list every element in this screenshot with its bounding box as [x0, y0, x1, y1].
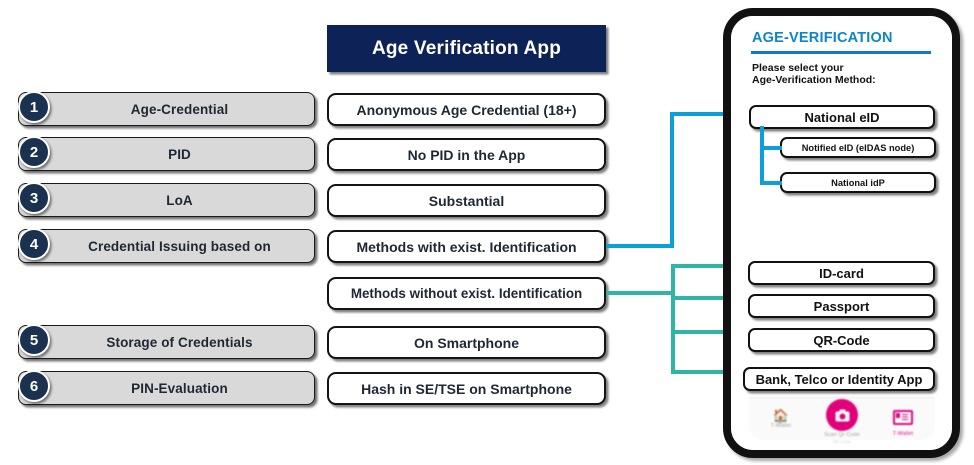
left-row-6[interactable]: PIN-Evaluation — [18, 371, 315, 405]
home-icon: 🏠 — [772, 408, 790, 423]
left-row-3-number-text: 3 — [29, 189, 39, 207]
middle-box-4-label: Methods with exist. Identification — [356, 238, 577, 255]
middle-box-7[interactable]: Hash in SE/TSE on Smartphone — [327, 372, 606, 405]
left-row-4-number: 4 — [18, 228, 50, 260]
nav-item-wallet-right[interactable]: T-Wallet — [875, 410, 931, 437]
connector-teal-branch-bank-app — [671, 370, 747, 374]
phone-app-title: AGE-VERIFICATION — [752, 30, 893, 46]
phone-screen: AGE-VERIFICATION Please select your Age-… — [731, 16, 952, 450]
middle-box-1-label: Anonymous Age Credential (18+) — [356, 101, 577, 118]
connector-teal-branch-id-card — [671, 264, 747, 268]
middle-box-5[interactable]: Methods without exist. Identification — [327, 277, 606, 310]
option-qr-code[interactable]: QR-Code — [748, 328, 935, 352]
nav-item-scan-qr-sublabel: QR-Code — [832, 439, 852, 444]
nav-item-scan-qr[interactable]: Scan Qr-Code QR-Code — [814, 399, 870, 444]
left-row-5-label: Storage of Credentials — [106, 334, 253, 350]
middle-box-1[interactable]: Anonymous Age Credential (18+) — [327, 93, 606, 126]
left-row-1-number-text: 1 — [29, 98, 39, 116]
phone-mockup: AGE-VERIFICATION Please select your Age-… — [723, 8, 960, 458]
middle-box-4[interactable]: Methods with exist. Identification — [327, 230, 606, 263]
left-row-3-label: LoA — [166, 192, 193, 208]
app-title-text: Age Verification App — [371, 37, 562, 59]
left-row-5[interactable]: Storage of Credentials — [18, 325, 315, 359]
connector-teal-branch-qr-code — [671, 330, 747, 334]
phone-bottom-nav: 🏠 T-Wallet Scan Qr-Code QR-Code — [749, 397, 935, 444]
option-national-eid[interactable]: National eID — [749, 105, 935, 129]
middle-box-2[interactable]: No PID in the App — [327, 138, 606, 171]
option-national-idp-label: National idP — [831, 177, 885, 188]
camera-icon — [826, 399, 858, 431]
option-notified-eid-label: Notified eID (eIDAS node) — [801, 142, 915, 153]
phone-instruction: Please select your Age-Verification Meth… — [752, 62, 876, 86]
left-row-1-number: 1 — [18, 91, 50, 123]
left-row-2-number: 2 — [18, 136, 50, 168]
option-bank-telco-identity-app-label: Bank, Telco or Identity App — [755, 371, 923, 387]
option-passport[interactable]: Passport — [748, 294, 935, 318]
phone-connector-h-notified — [760, 146, 782, 150]
app-title-banner: Age Verification App — [327, 25, 606, 72]
middle-box-3-label: Substantial — [428, 192, 505, 209]
left-row-6-label: PIN-Evaluation — [131, 380, 228, 396]
option-national-idp[interactable]: National idP — [780, 172, 936, 193]
left-row-4-label: Credential Issuing based on — [88, 238, 271, 254]
middle-box-6-label: On Smartphone — [413, 334, 519, 351]
option-national-eid-label: National eID — [804, 109, 880, 125]
nav-item-wallet-left-label: T-Wallet — [770, 423, 792, 429]
middle-box-7-label: Hash in SE/TSE on Smartphone — [361, 380, 572, 397]
option-notified-eid[interactable]: Notified eID (eIDAS node) — [780, 137, 936, 158]
phone-connector-h-idp — [760, 181, 782, 185]
left-row-6-number: 6 — [18, 370, 50, 402]
left-row-2[interactable]: PID — [18, 137, 315, 171]
connector-teal-v — [671, 264, 675, 374]
middle-box-5-label: Methods without exist. Identification — [350, 286, 583, 301]
middle-box-6[interactable]: On Smartphone — [327, 326, 606, 359]
left-row-2-label: PID — [168, 146, 191, 162]
middle-box-3[interactable]: Substantial — [327, 184, 606, 217]
option-bank-telco-identity-app[interactable]: Bank, Telco or Identity App — [743, 367, 935, 391]
connector-teal-h-src — [606, 291, 675, 295]
left-row-4-number-text: 4 — [29, 235, 39, 253]
connector-blue-h1 — [606, 244, 674, 248]
nav-item-wallet-left[interactable]: 🏠 T-Wallet — [753, 409, 809, 429]
left-row-4[interactable]: Credential Issuing based on — [18, 229, 315, 263]
left-row-3-number: 3 — [18, 182, 50, 214]
connector-blue-h2 — [670, 112, 746, 116]
left-row-5-number-text: 5 — [29, 331, 39, 349]
id-card-icon — [893, 410, 913, 425]
left-row-1-label: Age-Credential — [130, 101, 229, 117]
option-id-card[interactable]: ID-card — [748, 261, 935, 285]
left-row-2-number-text: 2 — [29, 143, 39, 161]
left-row-5-number: 5 — [18, 324, 50, 356]
option-id-card-label: ID-card — [819, 265, 864, 281]
camera-glyph — [835, 409, 849, 421]
nav-item-wallet-right-label: T-Wallet — [892, 431, 914, 437]
left-row-6-number-text: 6 — [29, 377, 39, 395]
option-passport-label: Passport — [813, 298, 870, 314]
left-row-1[interactable]: Age-Credential — [18, 92, 315, 126]
option-qr-code-label: QR-Code — [813, 332, 870, 348]
left-row-3[interactable]: LoA — [18, 183, 315, 217]
phone-connector-v — [760, 126, 764, 185]
connector-blue-v — [670, 112, 674, 248]
phone-title-underline — [751, 51, 931, 54]
middle-box-2-label: No PID in the App — [407, 146, 526, 163]
nav-item-scan-qr-label: Scan Qr-Code — [824, 432, 860, 438]
connector-teal-branch-passport — [671, 296, 747, 300]
